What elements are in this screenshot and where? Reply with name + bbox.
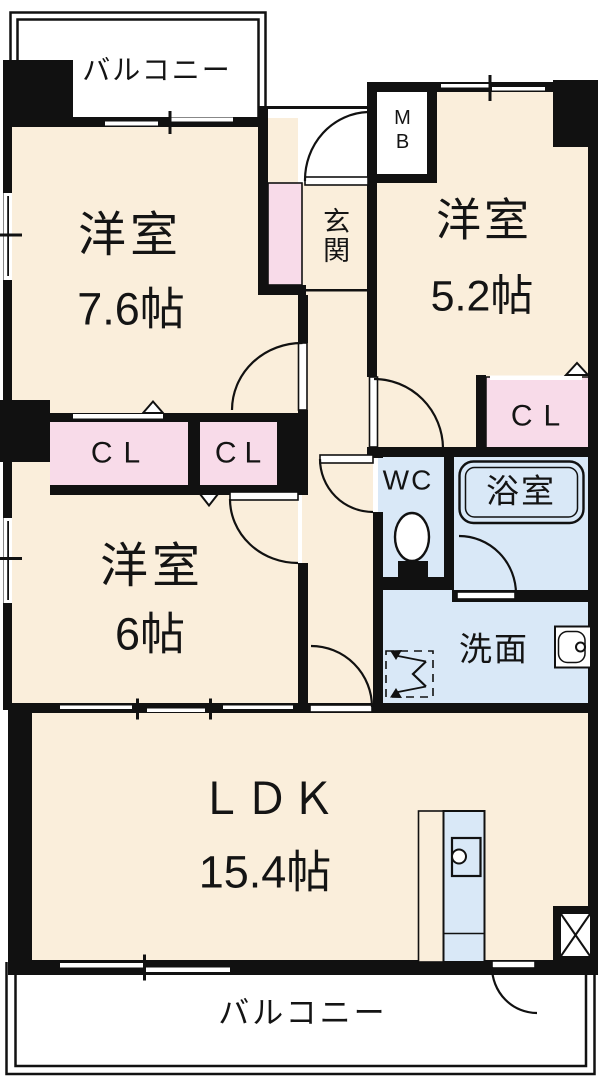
hall-ldk-door-leaf [309, 704, 373, 713]
closet-2-caret [197, 493, 221, 508]
wc-label: WC [382, 464, 434, 496]
closet-open-carets [140, 361, 591, 508]
room-76-floor [10, 118, 298, 425]
room-6-door-swing [228, 498, 299, 565]
balcony-bottom-label: バルコニー [218, 995, 388, 1031]
bath-door-leaf [456, 591, 516, 600]
bathtub-icon [458, 460, 585, 525]
bath-door-swing [458, 534, 518, 595]
ldk-size-label: 15.4帖 [198, 846, 332, 898]
room-76-door-leaf [297, 342, 308, 411]
washbasin-icon [554, 625, 592, 669]
closet-2-fill [200, 418, 277, 485]
shoe-cabinet-fill [267, 182, 303, 286]
hall-floor [302, 183, 373, 705]
balcony-top-label: バルコニー [82, 54, 232, 86]
washroom-label: 洗面 [459, 630, 529, 668]
room-76-size-label: 7.6帖 [77, 283, 185, 335]
kitchen-unit-icon [417, 810, 486, 963]
bath-label: 浴室 [486, 472, 556, 510]
duct-shaft-icon [560, 913, 591, 957]
toilet-icon [393, 511, 431, 577]
closet-2-label: CL [214, 436, 270, 470]
room-6-size-label: 6帖 [114, 608, 186, 660]
meter-box-label: MB [391, 107, 414, 155]
meter-box-inner [377, 92, 427, 174]
room-76-door-swing [230, 341, 303, 411]
door-swings [228, 110, 538, 1015]
entrance-door-leaf [304, 176, 369, 186]
room-52-size-label: 5.2帖 [430, 272, 534, 321]
balcony-door-leaf [491, 960, 536, 969]
room-6-door-leaf [229, 491, 299, 501]
closet-1-caret [140, 399, 166, 414]
ldk-floor [10, 705, 588, 963]
folding-door-icon [385, 650, 434, 698]
closet-1-fill [50, 418, 188, 485]
ldk-name-label: ＬＤＫ [199, 774, 337, 824]
closet-3-label: CL [510, 399, 572, 433]
hall-ldk-door-swing [310, 644, 374, 708]
door-leaves [229, 176, 536, 969]
balcony-bottom-railing [5, 962, 596, 1076]
balcony-door-swing [490, 966, 538, 1015]
closet-1-label: CL [90, 436, 152, 470]
bath-floor [452, 452, 593, 600]
room-6-name-label: 洋室 [99, 539, 205, 593]
room-6-floor [10, 462, 298, 705]
room-fills [10, 85, 593, 963]
room-52-door-swing [373, 377, 445, 449]
wc-door-leaf [319, 454, 374, 464]
room-76-name-label: 洋室 [77, 208, 183, 262]
room-52-name-label: 洋室 [435, 194, 533, 246]
room-52-door-leaf [368, 376, 379, 448]
window-ticks [0, 75, 492, 981]
entrance-label: 玄関 [319, 207, 350, 265]
entrance-door-swing [303, 110, 369, 182]
closet-3-caret [563, 361, 591, 376]
wc-door-swing [318, 458, 374, 514]
